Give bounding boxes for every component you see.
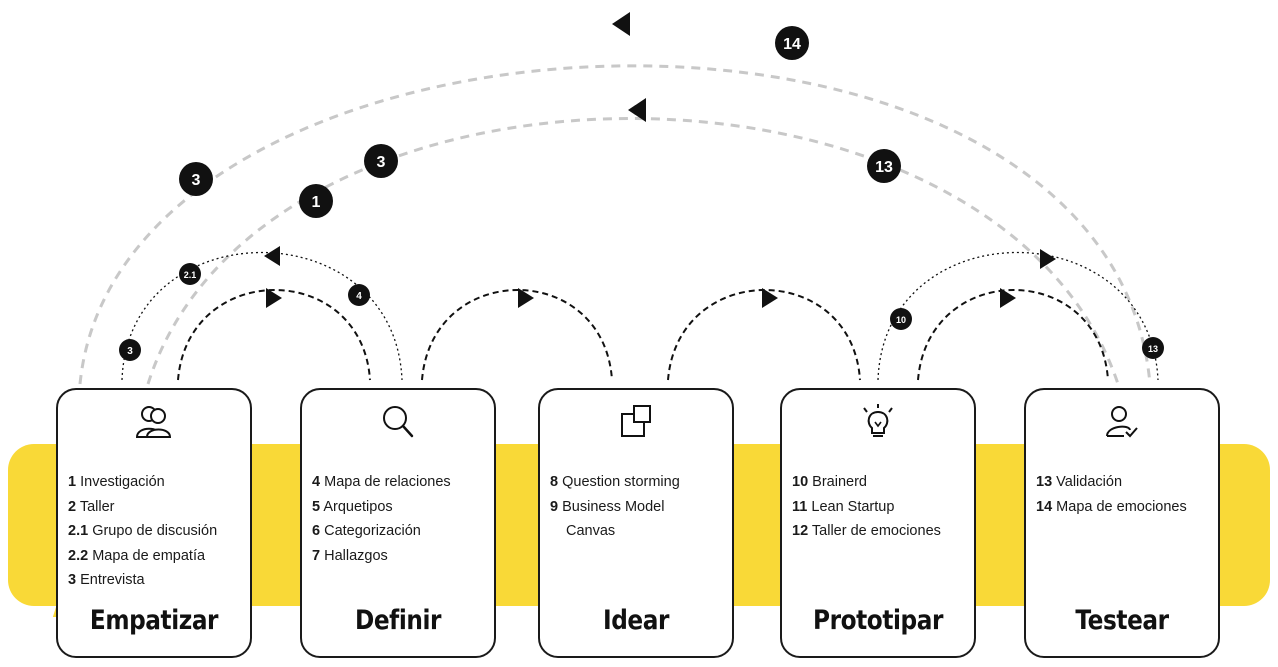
user-check-icon [1026, 404, 1218, 440]
svg-text:13: 13 [875, 159, 893, 176]
svg-text:4: 4 [356, 291, 362, 302]
list-item: 14 Mapa de emociones [1036, 498, 1187, 515]
stage-title: Empatizar [89, 605, 219, 636]
arrow-outer-icon [612, 12, 630, 36]
arc-testear-outer [877, 252, 1159, 381]
arc-outer-14 [78, 64, 1152, 385]
badge-3-outer: 3 [179, 162, 213, 196]
stage-title: Testear [1075, 605, 1169, 636]
arrow-testear-outer-icon [1040, 249, 1056, 269]
badge-13-small: 13 [1142, 337, 1164, 359]
list-item: 13 Validación [1036, 474, 1123, 490]
arc-d-e [917, 289, 1109, 381]
method-list: 1 Investigación 2 Taller 2.1 Grupo de di… [68, 470, 244, 593]
users-icon [58, 404, 250, 440]
badge-3-inner: 3 [364, 144, 398, 178]
svg-text:2.1: 2.1 [184, 270, 197, 280]
method-list: 13 Validación 14 Mapa de emociones [1036, 470, 1212, 519]
arrow-d-e-icon [1000, 288, 1016, 308]
arc-inner-13 [146, 117, 1120, 385]
badge-1: 1 [299, 184, 333, 218]
stage-card-prototipar: 10 Brainerd 11 Lean Startup 12 Taller de… [780, 388, 976, 658]
arrow-b-c-icon [518, 288, 534, 308]
svg-text:3: 3 [127, 346, 133, 357]
arrow-empatizar-outer-icon [264, 246, 280, 266]
svg-text:3: 3 [377, 154, 386, 171]
list-item: 9 Business Model [550, 498, 665, 515]
squares-icon [540, 404, 732, 440]
list-item: 5 Arquetipos [312, 498, 393, 515]
list-item: 12 Taller de emociones [792, 523, 941, 539]
svg-text:10: 10 [896, 315, 906, 325]
svg-text:1: 1 [312, 194, 321, 211]
list-item: 8 Question storming [550, 474, 680, 490]
list-item: 7 Hallazgos [312, 547, 388, 564]
arc-b-c [421, 289, 613, 381]
stage-title: Definir [354, 605, 442, 636]
badge-2-1: 2.1 [179, 263, 201, 285]
list-item: 2.1 Grupo de discusión [68, 523, 218, 539]
badge-13-big: 13 [867, 149, 901, 183]
svg-text:14: 14 [783, 36, 801, 53]
stage-title: Idear [602, 605, 669, 636]
list-item: 1 Investigación [68, 474, 165, 490]
list-item: 4 Mapa de relaciones [312, 474, 451, 490]
list-item: Canvas [566, 523, 616, 539]
search-icon [302, 404, 494, 440]
list-item: 11 Lean Startup [792, 498, 895, 515]
stage-card-empatizar: 1 Investigación 2 Taller 2.1 Grupo de di… [56, 388, 252, 658]
method-list: 10 Brainerd 11 Lean Startup 12 Taller de… [792, 470, 968, 544]
arrow-inner-icon [628, 98, 646, 122]
arc-empatizar-outer [121, 252, 403, 381]
arrow-c-d-icon [762, 288, 778, 308]
badge-3-small: 3 [119, 339, 141, 361]
list-item: 2 Taller [68, 498, 115, 515]
stage-card-definir: 4 Mapa de relaciones 5 Arquetipos 6 Cate… [300, 388, 496, 658]
stage-card-testear: 13 Validación 14 Mapa de emociones Teste… [1024, 388, 1220, 658]
badge-14: 14 [775, 26, 809, 60]
badge-4: 4 [348, 284, 370, 306]
stage-card-idear: 8 Question storming 9 Business Model Can… [538, 388, 734, 658]
list-item: 3 Entrevista [68, 572, 145, 588]
method-list: 4 Mapa de relaciones 5 Arquetipos 6 Cate… [312, 470, 488, 568]
list-item: 2.2 Mapa de empatía [68, 547, 206, 564]
list-item: 6 Categorización [312, 523, 421, 539]
method-list: 8 Question storming 9 Business Model Can… [550, 470, 726, 544]
arc-a-b [177, 289, 371, 381]
svg-text:13: 13 [1148, 344, 1158, 354]
svg-text:3: 3 [192, 172, 201, 189]
arrow-a-b-icon [266, 288, 282, 308]
lightbulb-icon [782, 404, 974, 440]
stage-title: Prototipar [813, 605, 943, 636]
list-item: 10 Brainerd [792, 474, 867, 490]
badge-10: 10 [890, 308, 912, 330]
